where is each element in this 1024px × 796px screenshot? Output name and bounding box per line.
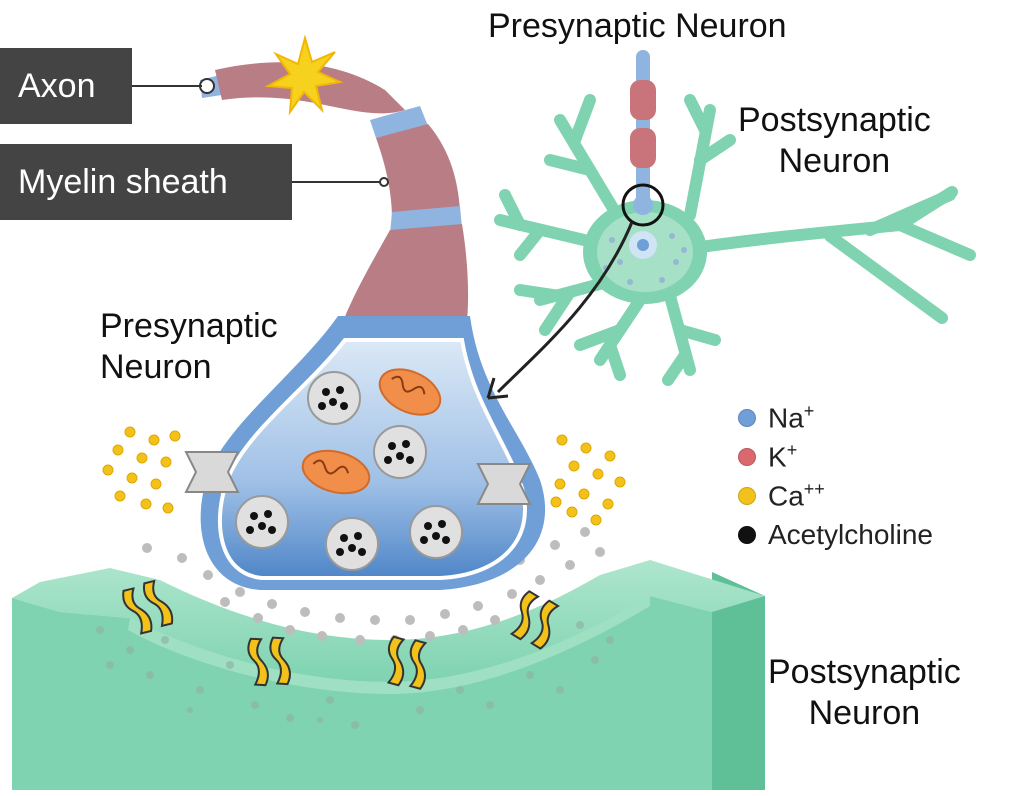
postsynaptic-neuron-bottom-label: Postsynaptic Neuron — [768, 652, 961, 735]
presynaptic-terminal — [184, 316, 546, 590]
postsynaptic-top-line1: Postsynaptic — [738, 101, 931, 139]
legend-symbol: K — [768, 441, 787, 473]
legend-item-na: Na+ — [738, 398, 933, 437]
legend-item-ca: Ca++ — [738, 476, 933, 515]
potassium-dot-icon — [738, 447, 756, 466]
legend-symbol: Acetylcholine — [768, 518, 933, 550]
myelin-segment — [376, 124, 460, 218]
calcium-channel-icon — [184, 451, 240, 493]
neurotransmitter-dots — [142, 527, 605, 645]
leader-lines — [132, 85, 389, 187]
legend-charge: + — [803, 400, 815, 421]
neuron-illustration — [494, 50, 976, 386]
myelin-segment — [340, 224, 469, 330]
presynaptic-mid-line1: Presynaptic — [100, 307, 278, 345]
action-potential-spark-icon — [264, 34, 344, 116]
postsynaptic-bottom-line2: Neuron — [808, 694, 921, 733]
legend-charge: ++ — [803, 478, 825, 499]
acetylcholine-dot-icon — [738, 525, 756, 544]
calcium-channel-icon — [476, 463, 532, 505]
legend: Na+ K+ Ca++ Acetylcholine — [738, 398, 933, 554]
calcium-ions — [102, 426, 626, 526]
calcium-dot-icon — [738, 486, 756, 505]
legend-symbol: Na — [768, 402, 804, 434]
presynaptic-neuron-mid-label: Presynaptic Neuron — [100, 306, 278, 389]
legend-item-k: K+ — [738, 437, 933, 476]
mitochondrion-icon — [378, 368, 442, 416]
axon-label: Axon — [0, 48, 132, 124]
sodium-dot-icon — [738, 408, 756, 427]
legend-charge: + — [786, 439, 798, 460]
zoom-arrow — [486, 221, 634, 400]
mitochondrion-icon — [301, 449, 371, 495]
receptor-channels — [122, 579, 560, 690]
presynaptic-neuron-top-label: Presynaptic Neuron — [488, 7, 787, 45]
postsynaptic-neuron-top-label: Postsynaptic Neuron — [738, 100, 931, 183]
synaptic-vesicles — [235, 371, 463, 571]
legend-symbol: Ca — [768, 480, 804, 512]
axon-label-text: Axon — [18, 67, 96, 105]
postsynaptic-top-line2: Neuron — [778, 142, 891, 181]
presynaptic-mid-line2: Neuron — [100, 348, 212, 387]
myelin-sheath-label-text: Myelin sheath — [18, 163, 228, 201]
legend-item-acetylcholine: Acetylcholine — [738, 515, 933, 554]
myelin-sheath-label: Myelin sheath — [0, 144, 292, 220]
postsynaptic-bottom-line1: Postsynaptic — [768, 653, 961, 691]
